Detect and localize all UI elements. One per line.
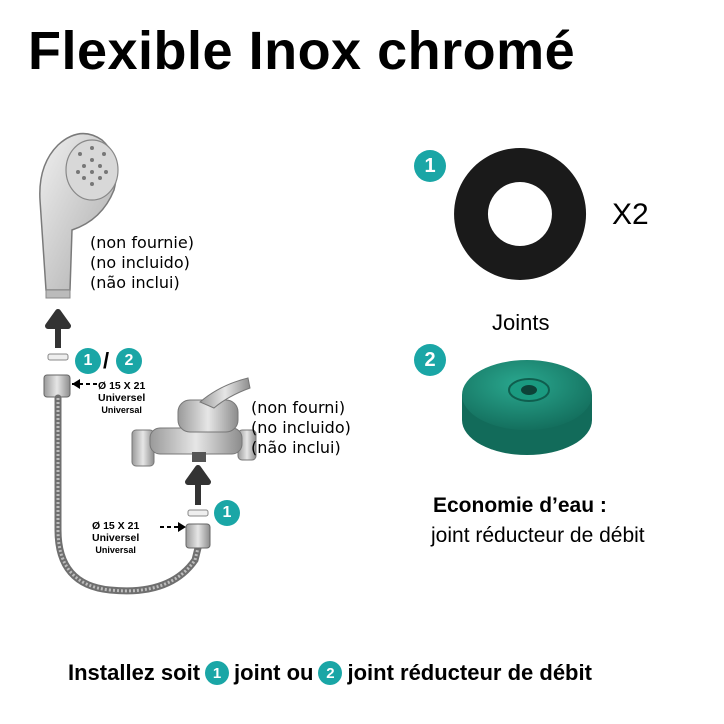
- economy-title: Economie d’eau :: [433, 494, 607, 517]
- faucet-not-included-note: (non fourni) (no incluido) (não inclui): [251, 398, 351, 457]
- bottom-connector-dims: Ø 15 X 21 Universel Universal: [92, 520, 140, 555]
- joints-label: Joints: [492, 310, 550, 335]
- badge-two: 2: [116, 348, 142, 374]
- top-connector-nut: [43, 374, 71, 398]
- seal-quantity: X2: [612, 198, 649, 231]
- badge-one: 1: [214, 500, 240, 526]
- shower-not-included-note: (non fournie) (no incluido) (não inclui): [90, 233, 194, 292]
- badge-one: 1: [75, 348, 101, 374]
- badge-slash: /: [103, 348, 110, 373]
- flat-seal: [454, 148, 587, 280]
- page-title: Flexible Inox chromé: [28, 21, 576, 81]
- footer-instructions: Installez soit 1 joint ou 2 joint réduct…: [68, 660, 592, 685]
- arrow-up-icon: [45, 309, 71, 348]
- badge-one: 1: [205, 661, 230, 685]
- faucet: [131, 377, 257, 467]
- arrow-up-icon: [185, 465, 211, 505]
- reducer-seal: [462, 360, 592, 455]
- top-connector-dims: Ø 15 X 21 Universel Universal: [98, 380, 146, 415]
- badge-one: 1: [414, 150, 446, 182]
- bottom-connector-nut: [185, 523, 211, 549]
- badge-two: 2: [414, 344, 446, 376]
- badge-two: 2: [318, 661, 343, 685]
- economy-subtitle: joint réducteur de débit: [431, 524, 645, 547]
- shower-head: [39, 132, 119, 299]
- flexible-hose: [54, 394, 202, 595]
